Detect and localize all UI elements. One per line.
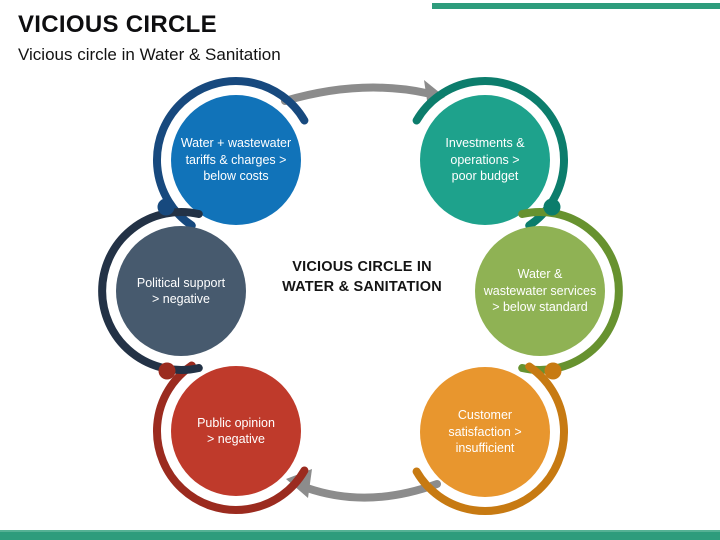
- top-flow-arrow-shaft: [281, 83, 430, 105]
- node-tariffs-ring-arc: [153, 77, 309, 230]
- node-tariffs-circle: [171, 95, 301, 225]
- dot-green-orange: [544, 362, 562, 380]
- node-political-ring-arc: [98, 208, 203, 374]
- bottom-accent-bar: [0, 530, 720, 540]
- node-investments-ring-arc: [412, 77, 568, 230]
- bottom-flow-arrow-shaft: [303, 480, 441, 502]
- node-services-ring-arc: [518, 208, 623, 374]
- node-investments-circle: [420, 95, 550, 225]
- page-title: VICIOUS CIRCLE: [18, 11, 217, 38]
- node-opinion-circle: [171, 366, 301, 496]
- node-opinion-ring-arc: [153, 361, 309, 514]
- dot-slate-red: [158, 362, 176, 380]
- dot-blue-slate: [157, 198, 175, 216]
- node-satisfaction-circle: [420, 367, 550, 497]
- page-subtitle: Vicious circle in Water & Sanitation: [18, 45, 281, 64]
- node-services-circle: [475, 226, 605, 356]
- node-satisfaction-ring-arc: [412, 362, 568, 515]
- node-political-circle: [116, 226, 246, 356]
- top-accent-bar: [432, 3, 720, 9]
- dot-teal-green: [543, 198, 561, 216]
- diagram-center-label: VICIOUS CIRCLE IN WATER & SANITATION: [282, 258, 442, 295]
- top-flow-arrow: [281, 80, 445, 107]
